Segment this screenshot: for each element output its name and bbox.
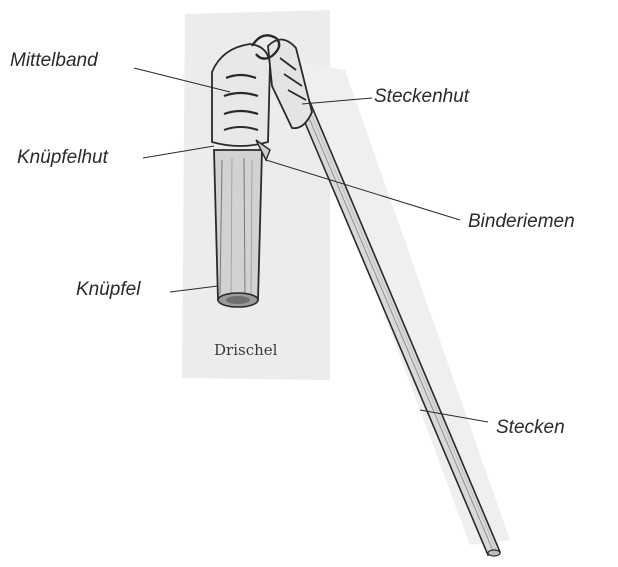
label-binderiemen: Binderiemen bbox=[468, 212, 575, 231]
label-knuepfel: Knüpfel bbox=[76, 280, 140, 299]
knuepfel-club bbox=[214, 150, 262, 307]
label-knuepfelhut: Knüpfelhut bbox=[17, 148, 108, 167]
label-steckenhut: Steckenhut bbox=[374, 87, 469, 106]
label-stecken: Stecken bbox=[496, 418, 565, 437]
caption-drischel: Drischel bbox=[214, 343, 277, 358]
label-mittelband: Mittelband bbox=[10, 51, 98, 70]
